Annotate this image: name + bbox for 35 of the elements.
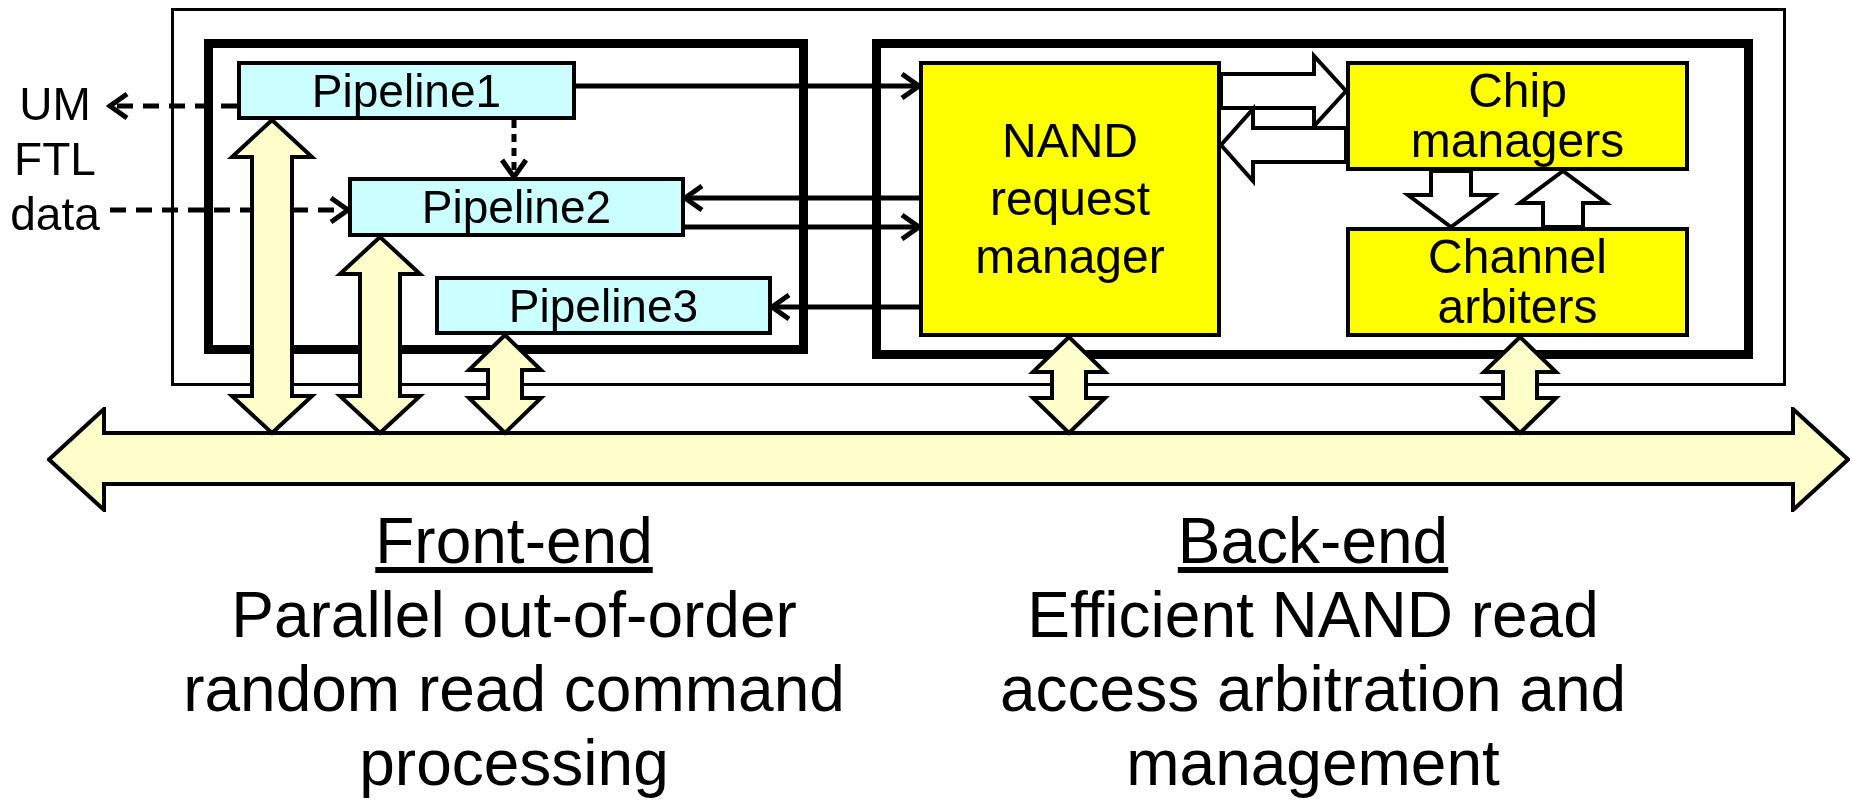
dashed-arrow	[107, 91, 237, 121]
module-box	[1346, 227, 1689, 337]
box-label: NAND request manager	[974, 113, 1166, 285]
block-arrow	[1218, 103, 1348, 187]
back-end-frame	[872, 39, 1753, 359]
bus-arrow	[47, 407, 1850, 512]
pipeline-box	[435, 276, 772, 335]
box-label: Channel arbiters	[1427, 232, 1608, 332]
box-label: Pipeline1	[311, 65, 502, 116]
section-heading: Back-end	[1176, 504, 1450, 578]
section-description: Efficient NAND read access arbitration and management	[998, 578, 1628, 800]
dashed-arrow	[110, 195, 351, 225]
system-frame	[171, 8, 1786, 386]
arrow	[685, 212, 922, 242]
double-block-arrow	[334, 234, 426, 436]
arrow	[576, 71, 922, 101]
manager-box	[919, 61, 1221, 337]
dashed-arrow	[499, 120, 529, 180]
double-block-arrow	[1479, 334, 1561, 436]
double-block-arrow	[464, 332, 546, 436]
module-box	[1346, 61, 1689, 171]
pipeline-box	[237, 61, 576, 120]
section-heading: Front-end	[374, 504, 654, 578]
box-label: Pipeline2	[421, 182, 612, 232]
pipeline-box	[348, 177, 685, 237]
double-block-arrow	[226, 117, 318, 436]
block-arrow	[1513, 168, 1613, 229]
section-description: Parallel out-of-order random read command processing	[182, 578, 846, 800]
arrow	[682, 183, 919, 213]
block-arrow	[1401, 169, 1501, 230]
double-block-arrow	[1028, 334, 1110, 436]
box-label: Pipeline3	[508, 280, 699, 331]
box-label: Chip managers	[1409, 66, 1626, 166]
io-label: UM FTL data	[9, 77, 101, 242]
arrow	[769, 292, 919, 322]
